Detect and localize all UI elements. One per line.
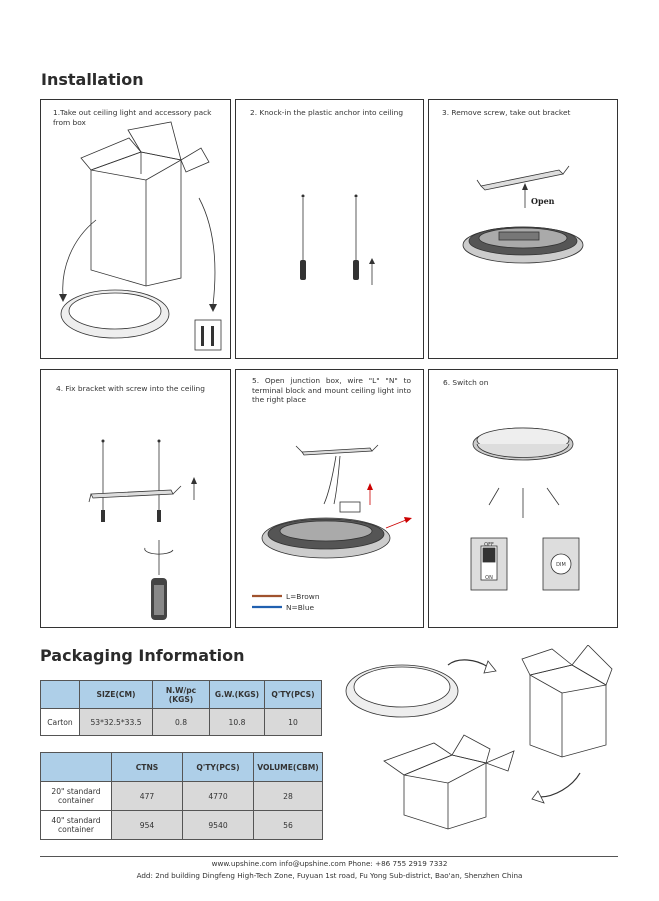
footer-divider <box>40 856 618 857</box>
wiring-illustration: L=Brown N=Blue <box>252 444 412 612</box>
t1-header-3: G.W.(KGS) <box>209 680 265 709</box>
installation-title: Installation <box>41 70 144 89</box>
remove-bracket-illustration: Open <box>462 165 584 264</box>
legend-brown: L=Brown <box>286 592 320 601</box>
t1-cell-4: 10 <box>264 708 322 736</box>
t2-r1-c2: 9540 <box>182 810 254 840</box>
step-2-caption: 2. Knock-in the plastic anchor into ceil… <box>250 108 404 117</box>
step-3-panel: 3. Remove screw, take out bracket Open <box>428 99 618 359</box>
packaging-title: Packaging Information <box>40 646 245 665</box>
t2-header-1: CTNS <box>111 752 183 782</box>
step-6-caption: 6. Switch on <box>443 378 489 387</box>
dimmer-label: DIM <box>556 562 566 568</box>
t2-r1-c1: 954 <box>111 810 183 840</box>
t2-header-2: Q'TY(PCS) <box>182 752 254 782</box>
t1-cell-0: Carton <box>40 708 80 736</box>
switch-on-label: ON <box>485 575 493 581</box>
legend-blue: N=Blue <box>286 603 315 612</box>
step-4-panel: 4. Fix bracket with screw into the ceili… <box>40 369 231 628</box>
t2-r0-c3: 28 <box>253 781 323 811</box>
t2-r1-c0: 40" standard container <box>40 810 112 840</box>
container-table: CTNS Q'TY(PCS) VOLUME(CBM) 20" standard … <box>40 752 323 840</box>
t2-r0-c0: 20" standard container <box>40 781 112 811</box>
t1-header-2: N.W/pc (KGS) <box>152 680 210 709</box>
t2-r0-c1: 477 <box>111 781 183 811</box>
box-unpack-illustration <box>59 121 222 351</box>
footer-contact: www.upshine.com info@upshine.com Phone: … <box>211 859 448 868</box>
step-6-panel: 6. Switch on OFF ON DIM <box>428 369 618 628</box>
fix-bracket-illustration <box>88 439 197 620</box>
step-5-panel: 5. Open junction box, wire "L" "N" to te… <box>235 369 424 628</box>
t2-r0-c2: 4770 <box>182 781 254 811</box>
t2-header-0 <box>40 752 112 782</box>
t1-cell-2: 0.8 <box>152 708 210 736</box>
t1-header-0 <box>40 680 80 709</box>
t1-header-1: SIZE(CM) <box>79 680 153 709</box>
switch-on-illustration: OFF ON DIM <box>470 427 580 591</box>
t1-header-4: Q'TY(PCS) <box>264 680 322 709</box>
footer-address: Add: 2nd building Dingfeng High-Tech Zon… <box>136 871 523 880</box>
t1-cell-1: 53*32.5*33.5 <box>79 708 153 736</box>
step-5-caption: 5. Open junction box, wire "L" "N" to te… <box>252 376 411 404</box>
packaging-illustration <box>345 645 613 830</box>
open-label: Open <box>531 196 555 206</box>
step-4-caption: 4. Fix bracket with screw into the ceili… <box>56 384 205 393</box>
t1-cell-3: 10.8 <box>209 708 265 736</box>
step-1-caption: 1.Take out ceiling light and accessory p… <box>53 108 212 127</box>
step-1-panel: 1.Take out ceiling light and accessory p… <box>40 99 231 359</box>
switch-off-label: OFF <box>484 542 494 548</box>
step-2-panel: 2. Knock-in the plastic anchor into ceil… <box>235 99 424 359</box>
carton-table: SIZE(CM) N.W/pc (KGS) G.W.(KGS) Q'TY(PCS… <box>40 680 322 736</box>
t2-header-3: VOLUME(CBM) <box>253 752 323 782</box>
anchor-illustration <box>300 194 375 285</box>
t2-r1-c3: 56 <box>253 810 323 840</box>
step-3-caption: 3. Remove screw, take out bracket <box>442 108 571 117</box>
